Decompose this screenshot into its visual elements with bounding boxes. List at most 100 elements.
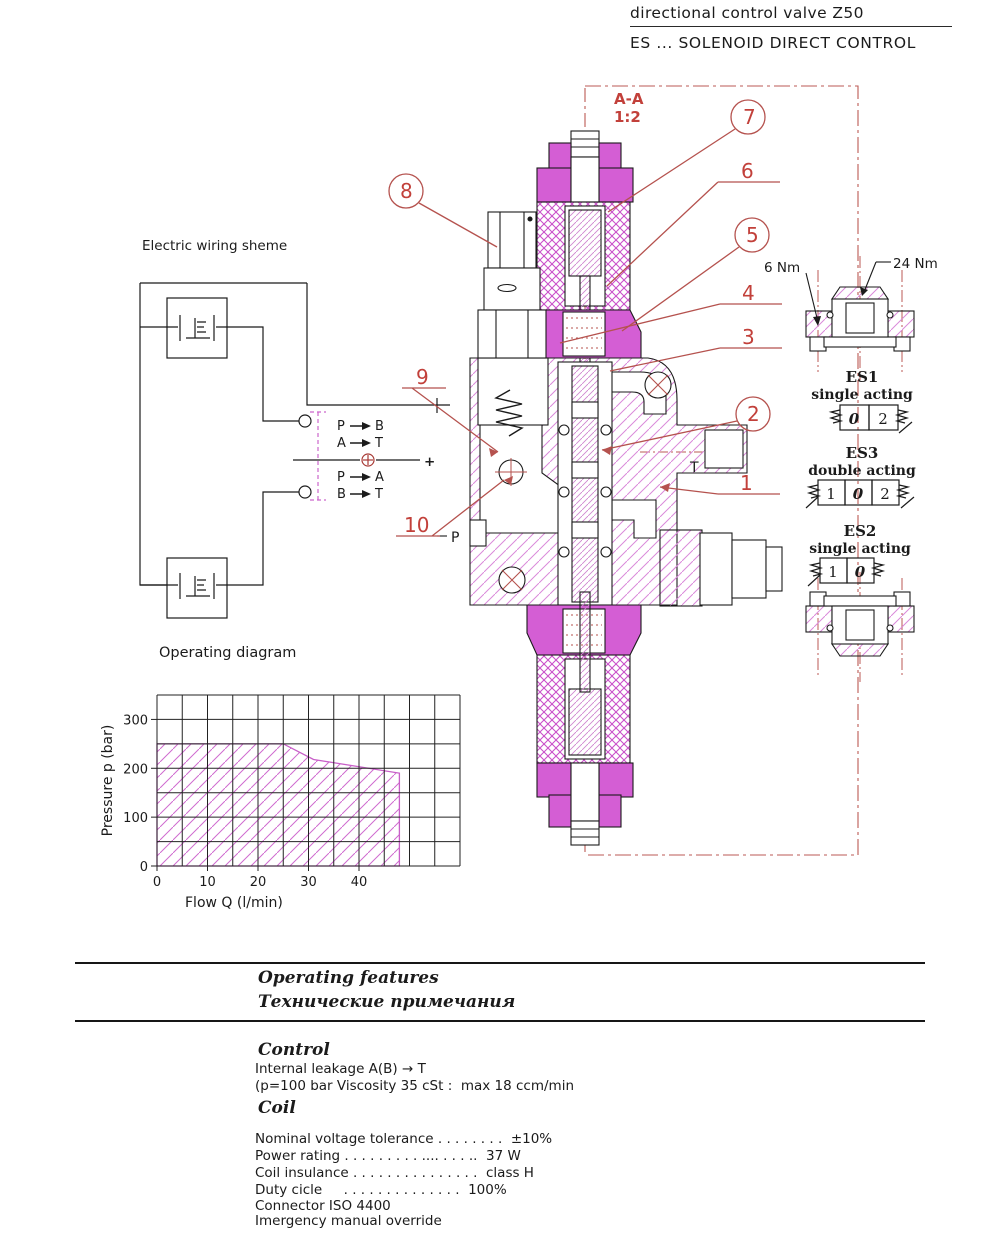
y-tick-label: 100 [123,811,148,826]
version-es1: ES1 single acting 0 2 [811,368,913,434]
callout-leaders [388,99,782,537]
coil-spec-line: Connector ISO 4400 [255,1198,391,1214]
route-to: B [375,419,384,434]
callout-3: 3 [742,325,755,349]
coil-connector-top [140,297,228,359]
spool-groove [571,521,599,539]
solenoid-icon [895,484,915,509]
es3-type: double acting [808,463,916,479]
p-port-opening [469,519,487,547]
valve-top-view [805,286,915,352]
port-t-label: T [689,460,699,476]
callouts: 7 8 6 5 4 3 2 1 9 10 [388,99,782,537]
y-tick-label: 300 [123,713,148,728]
actuation-dashed-line [310,411,326,501]
valve-cross-section: P T [437,130,783,846]
electric-wiring-diagram: Electric wiring sheme [139,238,450,619]
bottom-solenoid [526,591,642,846]
route-to: T [374,487,383,502]
x-tick-label: 0 [153,875,161,890]
callout-7: 7 [743,105,756,129]
callout-9: 9 [416,365,429,389]
torque-arrow-icon [813,316,821,326]
valve-body [469,357,783,607]
callout-2: 2 [747,402,760,426]
rule-bottom [75,1020,925,1022]
es1-pos-1: 2 [878,410,888,428]
top-return-spring [566,317,602,349]
callout-1: 1 [740,471,753,495]
coil-connector-bottom [140,557,228,619]
route-to: A [375,470,384,485]
port-face-views: 6 Nm 24 Nm [764,256,938,682]
x-tick-label: 20 [250,875,267,890]
top-tube [570,156,600,203]
port-p-label: P [451,530,459,546]
bore-lands [558,424,612,558]
top-flange-left [536,167,572,203]
leader-arrowheads [489,446,670,492]
t-port-opening [704,429,744,469]
plug-boss [659,529,703,607]
y-tick-label: 0 [140,860,148,875]
bottom-return-spring [566,614,602,646]
bottom-nut-right [598,794,622,828]
es2-pos-1: 0 [855,563,866,581]
torque-labels: 6 Nm 24 Nm [764,256,938,326]
terminal-2 [298,485,312,499]
terminal-1 [298,414,312,428]
callout-6: 6 [741,159,754,183]
bottom-nut-left [548,794,572,828]
torque-side-label: 6 Nm [764,260,800,276]
coil-symbol [140,315,227,341]
coil-symbol [140,573,227,599]
spring-icon [870,562,886,577]
relief-housing-bore [477,357,549,426]
es3-pos-1: 0 [853,485,864,503]
coil-spec-line: Nominal voltage tolerance . . . . . . . … [255,1131,553,1147]
valve-technical-drawing: Electric wiring sheme [139,85,938,856]
bottom-flange-right [598,762,634,798]
callout-8: 8 [400,179,413,203]
top-cap [570,130,600,158]
flow-route-labels: P B A T P A B T [337,419,384,502]
terminal-wires [227,326,299,586]
page-subtitle: ES ... SOLENOID DIRECT CONTROL [630,34,916,52]
solenoid-icon [894,409,913,434]
top-armature [568,209,602,277]
spool-groove [571,401,599,419]
plug-ring-1 [699,532,733,606]
operating-envelope [156,743,401,867]
coil-heading: Coil [258,1098,296,1118]
es2-model: ES2 [844,522,877,540]
route-from: P [337,470,345,485]
valve-bottom-view [805,591,915,657]
control-line: Internal leakage A(B) → T [255,1061,426,1077]
y-axis-label: Pressure p (bar) [100,725,116,837]
es1-pos-0: 0 [849,410,860,428]
x-tick-label: 30 [300,875,317,890]
valve-version-symbols: ES1 single acting 0 2 ES3 double acting … [805,368,916,587]
x-axis-label: Flow Q (l/min) [185,895,283,910]
route-from: A [337,436,346,451]
top-flange-right [598,167,634,203]
lock-nut [477,309,547,359]
route-from: P [337,419,345,434]
relief-spring [494,389,524,437]
es1-model: ES1 [846,368,879,386]
section-scale: 1:2 [614,108,641,126]
es2-type: single acting [809,541,911,557]
relief-valve-adjuster [477,211,547,359]
x-tick-label: 40 [351,875,368,890]
solenoid-icon [807,562,824,587]
control-heading: Control [258,1040,330,1060]
coil-spec-line: Power rating . . . . . . . . . .... . . … [255,1148,521,1164]
bottom-armature [568,688,602,756]
callout-5: 5 [746,223,759,247]
plug-ring-2 [731,539,767,599]
x-tick-label: 10 [199,875,216,890]
y-tick-label: 200 [123,762,148,777]
plus-label: + [424,454,435,470]
es2-pos-0: 1 [828,563,838,581]
